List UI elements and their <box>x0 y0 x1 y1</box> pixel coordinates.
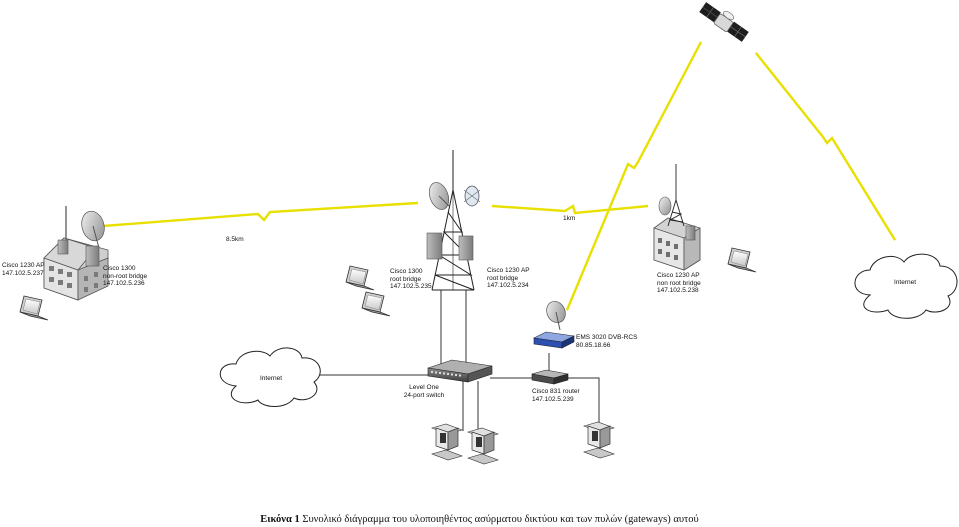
access-point-icon <box>57 239 100 267</box>
laptop-icon <box>361 291 391 317</box>
tower-central <box>426 150 481 291</box>
laptop-icon <box>727 247 757 273</box>
wired-link-router-pc <box>568 377 600 427</box>
link-distance-text: 8.5km <box>226 236 244 243</box>
label-line: 147.102.5.237 <box>2 269 44 277</box>
label-tower-ap: Cisco 1230 AP root bridge 147.102.5.234 <box>487 267 530 290</box>
label-switch: Level One 24-port switch <box>402 384 446 399</box>
radio-tower-icon <box>667 164 685 227</box>
label-line: Cisco 1300 <box>390 268 423 275</box>
cloud-label-text: Internet <box>260 375 283 382</box>
satellite-dish-icon <box>81 210 105 249</box>
label-line: Cisco 1300 <box>103 265 136 272</box>
cloud-icon <box>854 253 958 319</box>
desktop-computer-icon <box>583 421 615 459</box>
label-line: Level One <box>409 384 439 391</box>
satellite-dish-icon <box>546 300 566 331</box>
desktop-computer-icon <box>467 427 499 465</box>
access-point-icon <box>685 225 696 241</box>
satellite-dish-icon <box>463 185 481 207</box>
label-building-left-bridge: Cisco 1300 non-root bridge 147.102.5.236 <box>103 265 147 288</box>
label-line: Cisco 831 router <box>532 388 580 395</box>
figure-caption: Εικόνα 1 Συνολικό διάγραμμα του υλοποιηθ… <box>0 514 959 525</box>
satellite-dish-icon <box>658 196 672 216</box>
label-line: Cisco 1230 AP <box>487 267 530 274</box>
label-satellite-modem: EMS 3020 DVB-RCS 80.85.18.66 <box>576 334 637 349</box>
label-router: Cisco 831 router 147.102.5.239 <box>532 388 580 403</box>
label-link-distance-right: 1km <box>563 215 575 223</box>
label-building-right-ap: Cisco 1230 AP non root bridge 147.102.5.… <box>657 272 701 295</box>
label-line: 24-port switch <box>403 391 445 399</box>
laptop-icon <box>345 265 375 291</box>
wired-links <box>320 290 600 431</box>
label-line: 147.102.5.236 <box>103 280 145 287</box>
satellite-icon <box>699 2 749 42</box>
figure-caption-text: Συνολικό διάγραμμα του υλοποιηθέντος ασύ… <box>302 514 699 525</box>
network-switch-icon <box>427 359 493 383</box>
label-line: Cisco 1230 AP <box>657 272 700 279</box>
label-cloud-left: Internet <box>260 375 282 383</box>
label-line: 147.102.5.238 <box>657 287 699 294</box>
label-line: 147.102.5.234 <box>487 282 529 289</box>
label-line: Cisco 1230 AP <box>2 262 45 269</box>
router-icon <box>531 369 569 385</box>
label-line: EMS 3020 DVB-RCS <box>576 334 638 341</box>
label-cloud-right: Internet <box>894 279 916 287</box>
desktop-computer-icon <box>431 423 463 461</box>
figure-caption-prefix: Εικόνα 1 <box>260 514 300 525</box>
label-building-left-ap: Cisco 1230 AP 147.102.5.237 <box>2 262 45 277</box>
cloud-label-text: Internet <box>894 279 917 286</box>
cloud-icon <box>219 347 321 407</box>
satellite-dish-icon <box>428 182 450 210</box>
modem-icon <box>533 331 575 349</box>
label-line: root bridge <box>487 274 519 282</box>
label-line: 147.102.5.239 <box>532 395 574 403</box>
label-line: non root bridge <box>657 279 701 287</box>
label-line: 80.85.18.66 <box>576 341 611 349</box>
label-line: 147.102.5.235 <box>390 283 432 290</box>
building-left <box>43 206 109 301</box>
label-line: non-root bridge <box>103 272 148 280</box>
radio-tower-icon <box>431 150 475 291</box>
access-point-icon <box>426 232 474 261</box>
laptop-icon <box>19 295 49 321</box>
label-tower-bridge: Cisco 1300 root bridge 147.102.5.235 <box>390 268 432 291</box>
label-line: root bridge <box>390 275 422 283</box>
label-link-distance-left: 8.5km <box>226 236 244 244</box>
link-distance-text: 1km <box>563 215 576 222</box>
building-right <box>653 164 701 271</box>
